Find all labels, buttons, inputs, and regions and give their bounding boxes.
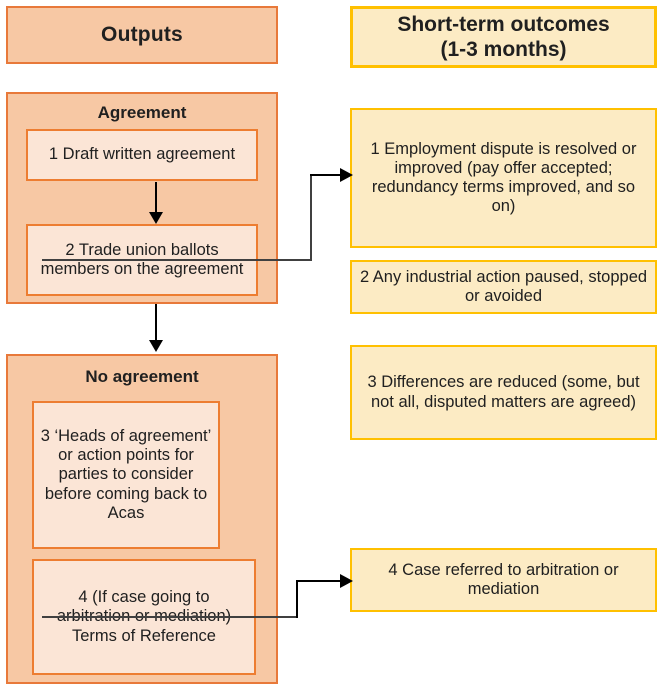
output-item-1-label: 1 Draft written agreement — [48, 145, 236, 164]
outcome-item-2: 2 Any industrial action paused, stopped … — [350, 260, 657, 314]
outcome-item-4-label: 4 Case referred to arbitration or mediat… — [388, 560, 619, 598]
outcomes-header-line1: Short-term outcomes — [397, 12, 610, 36]
connector-arrow-terms-outcome4 — [340, 574, 353, 588]
connector-line-terms-horizontal-upper — [296, 580, 344, 582]
output-item-3: 3 ‘Heads of agreement’ or action points … — [32, 401, 220, 549]
outputs-header-label: Outputs — [101, 22, 183, 46]
outcomes-header-line2: (1-3 months) — [440, 38, 567, 61]
output-item-3-label: 3 ‘Heads of agreement’ or action points … — [40, 427, 212, 522]
output-item-2-label: 2 Trade union ballots members on the agr… — [40, 240, 244, 278]
output-item-4-label: 4 (If case going to arbitration or media… — [56, 588, 232, 645]
outputs-column-header: Outputs — [6, 6, 278, 64]
connector-line-item1-item2 — [155, 182, 157, 214]
connector-line-terms-horizontal-lower — [42, 616, 297, 618]
connector-arrow-item1-item2 — [149, 212, 163, 224]
outcome-item-3: 3 Differences are reduced (some, but not… — [350, 345, 657, 440]
connector-arrow-ballots-outcome1 — [340, 168, 353, 182]
connector-line-ballots-vertical — [310, 174, 312, 261]
outcomes-header-label: Short-term outcomes (1-3 months) — [353, 12, 654, 62]
outcome-item-4: 4 Case referred to arbitration or mediat… — [350, 548, 657, 612]
outcome-item-2-label: 2 Any industrial action paused, stopped … — [359, 267, 648, 305]
connector-line-terms-vertical — [296, 580, 298, 618]
outcome-item-1-label: 1 Employment dispute is resolved or impr… — [370, 139, 637, 216]
connector-line-agreement-noagreement — [155, 304, 157, 342]
outcomes-column-header: Short-term outcomes (1-3 months) — [350, 6, 657, 68]
output-item-1: 1 Draft written agreement — [26, 129, 258, 181]
agreement-section-title: Agreement — [97, 103, 187, 122]
outcome-item-1: 1 Employment dispute is resolved or impr… — [350, 108, 657, 248]
no-agreement-section-title: No agreement — [85, 367, 199, 386]
connector-line-ballots-horizontal-lower — [42, 259, 312, 261]
outcome-item-3-label: 3 Differences are reduced (some, but not… — [367, 373, 640, 411]
connector-arrow-agreement-noagreement — [149, 340, 163, 352]
connector-line-ballots-horizontal-upper — [310, 174, 344, 176]
